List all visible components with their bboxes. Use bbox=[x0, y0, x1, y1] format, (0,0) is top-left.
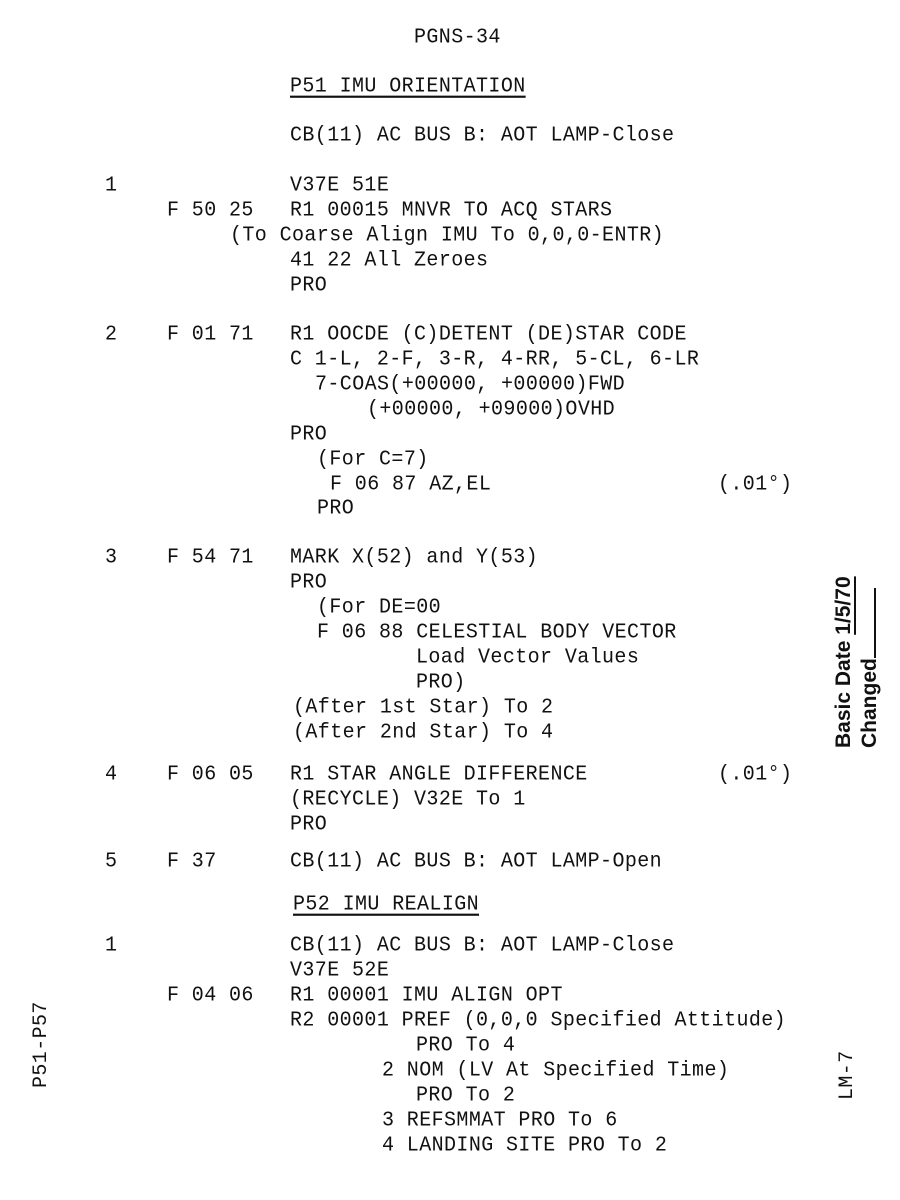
step-text: (For DE=00 bbox=[317, 595, 442, 620]
flash-code: F 01 71 bbox=[167, 322, 254, 347]
step-text: 2 NOM (LV At Specified Time) bbox=[382, 1058, 730, 1083]
step-text: F 06 87 AZ,EL bbox=[330, 472, 492, 497]
changed-blank bbox=[856, 588, 876, 659]
section-title-p52: P52 IMU REALIGN bbox=[293, 892, 480, 917]
step-text: 41 22 All Zeroes bbox=[290, 248, 489, 273]
step-number: 2 bbox=[105, 322, 118, 347]
step-text: CB(11) AC BUS B: AOT LAMP-Open bbox=[290, 849, 663, 874]
step-text: PRO bbox=[290, 570, 328, 595]
step-number: 5 bbox=[105, 849, 118, 874]
flash-code: F 04 06 bbox=[167, 983, 254, 1008]
page-id: PGNS-34 bbox=[414, 25, 501, 50]
step-text: PRO) bbox=[416, 670, 466, 695]
basic-date-block: Basic Date 1/5/70 Changed bbox=[832, 508, 881, 748]
step-text: C 1-L, 2-F, 3-R, 4-RR, 5-CL, 6-LR bbox=[290, 347, 700, 372]
step-number: 1 bbox=[105, 173, 118, 198]
p51-cb-close: CB(11) AC BUS B: AOT LAMP-Close bbox=[290, 123, 675, 148]
step-text: MARK X(52) and Y(53) bbox=[290, 545, 539, 570]
unit-label: (.01°) bbox=[718, 762, 793, 787]
step-text: 3 REFSMMAT PRO To 6 bbox=[382, 1108, 618, 1133]
step-number: 4 bbox=[105, 762, 118, 787]
step-text: CB(11) AC BUS B: AOT LAMP-Close bbox=[290, 933, 675, 958]
step-text: PRO bbox=[317, 496, 355, 521]
step-number: 3 bbox=[105, 545, 118, 570]
flash-code: F 54 71 bbox=[167, 545, 254, 570]
step-number: 1 bbox=[105, 933, 118, 958]
step-text: R1 STAR ANGLE DIFFERENCE bbox=[290, 762, 588, 787]
step-text: (After 1st Star) To 2 bbox=[293, 695, 554, 720]
step-text: F 06 88 CELESTIAL BODY VECTOR bbox=[317, 620, 677, 645]
changed-label: Changed bbox=[858, 658, 881, 748]
step-text: PRO bbox=[290, 273, 328, 298]
step-text: V37E 52E bbox=[290, 958, 390, 983]
vehicle-label: LM-7 bbox=[836, 1050, 859, 1100]
step-text: R2 00001 PREF (0,0,0 Specified Attitude) bbox=[290, 1008, 787, 1033]
step-text: PRO bbox=[290, 812, 328, 837]
step-text: (RECYCLE) V32E To 1 bbox=[290, 787, 526, 812]
step-text: (For C=7) bbox=[317, 447, 429, 472]
step-text: (After 2nd Star) To 4 bbox=[293, 720, 554, 745]
section-range-label: P51-P57 bbox=[30, 1001, 53, 1088]
step-text: PRO bbox=[290, 422, 328, 447]
step-text: V37E 51E bbox=[290, 173, 390, 198]
basic-date-label: Basic Date bbox=[832, 640, 855, 748]
flash-code: F 50 25 bbox=[167, 198, 254, 223]
step-text: R1 OOCDE (C)DETENT (DE)STAR CODE bbox=[290, 322, 687, 347]
flash-code: F 37 bbox=[167, 849, 217, 874]
step-text: Load Vector Values bbox=[416, 645, 640, 670]
step-text: R1 00015 MNVR TO ACQ STARS bbox=[290, 198, 613, 223]
step-text: 7-COAS(+00000, +00000)FWD bbox=[315, 372, 626, 397]
step-text: PRO To 4 bbox=[416, 1033, 516, 1058]
step-text: PRO To 2 bbox=[416, 1083, 516, 1108]
basic-date-value: 1/5/70 bbox=[832, 576, 855, 635]
step-text: (+00000, +09000)OVHD bbox=[367, 397, 616, 422]
step-text: 4 LANDING SITE PRO To 2 bbox=[382, 1133, 668, 1158]
section-title-p51: P51 IMU ORIENTATION bbox=[290, 74, 526, 99]
step-text: (To Coarse Align IMU To 0,0,0-ENTR) bbox=[230, 223, 665, 248]
step-text: R1 00001 IMU ALIGN OPT bbox=[290, 983, 563, 1008]
flash-code: F 06 05 bbox=[167, 762, 254, 787]
unit-label: (.01°) bbox=[718, 472, 793, 497]
